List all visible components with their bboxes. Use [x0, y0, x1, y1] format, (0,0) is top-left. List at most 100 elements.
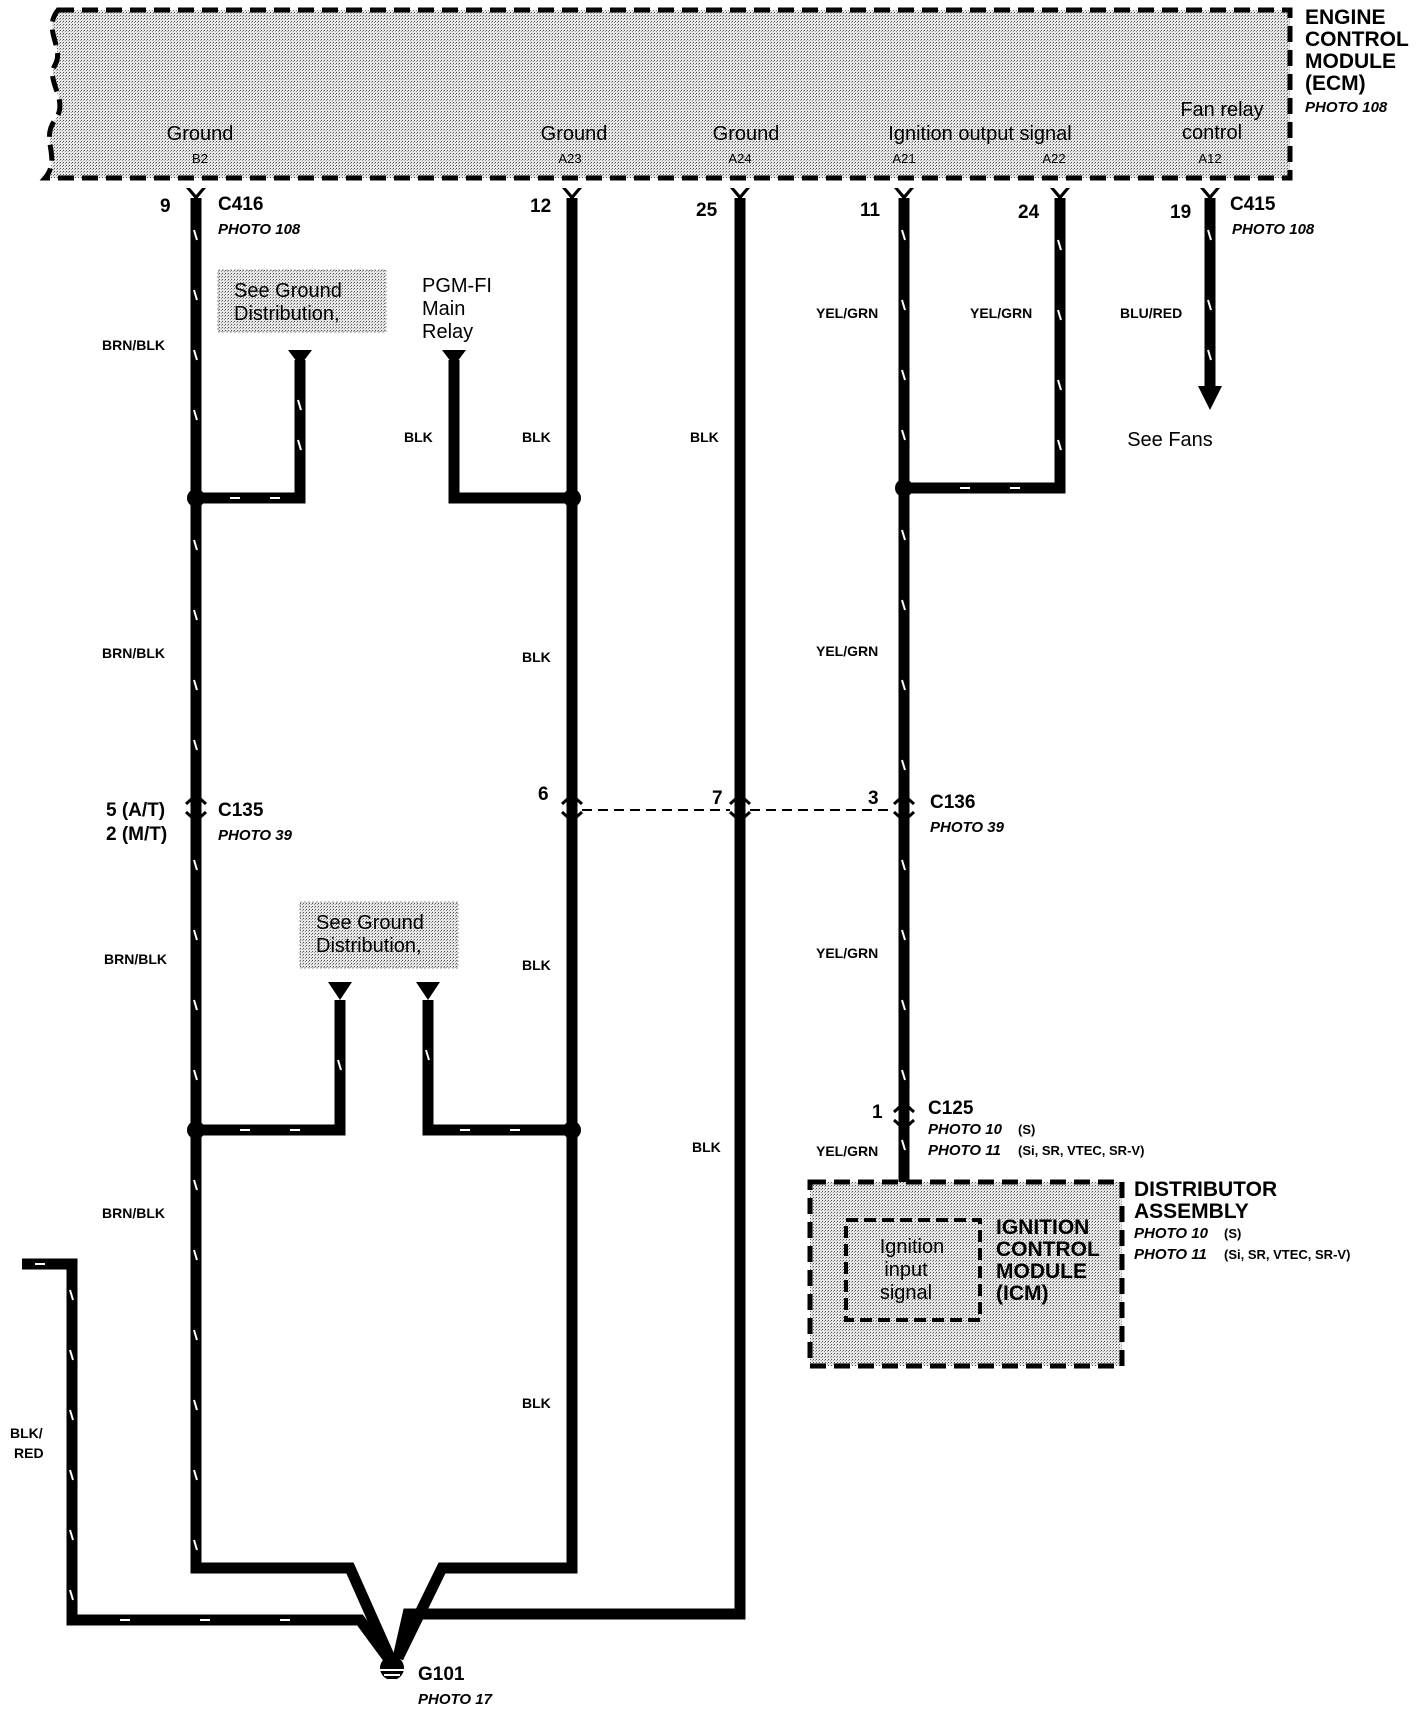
photo-ref: PHOTO 11 — [1134, 1246, 1207, 1263]
splice-dot — [187, 489, 205, 507]
distributor-title: DISTRIBUTOR ASSEMBLY — [1134, 1178, 1277, 1223]
ecm-pin-label: Ground — [713, 123, 780, 145]
ecm-pin-code: A24 — [728, 151, 751, 166]
photo-ref: PHOTO 108 — [1232, 221, 1315, 238]
photo-note: (Si, SR, VTEC, SR-V) — [1224, 1247, 1350, 1262]
splice-dot — [563, 1121, 581, 1139]
ecm-title-line: CONTROL — [1305, 28, 1409, 51]
c135-pin-at: 5 (A/T) — [106, 800, 165, 821]
icm-title-line: MODULE — [996, 1260, 1087, 1283]
splice-dot — [187, 1121, 205, 1139]
wire-color-label: BLK — [522, 957, 551, 973]
pin-number: 9 — [160, 196, 171, 217]
splice-dot — [895, 479, 913, 497]
pgm-fi-relay-label[interactable]: PGM-FI Main Relay — [422, 275, 492, 343]
ecm-pin-label: control — [1182, 122, 1242, 144]
wire-color-label: BLK — [522, 1395, 551, 1411]
wire-color-label: YEL/GRN — [816, 643, 878, 659]
triangle-down-icon — [442, 350, 466, 366]
icm-title-line: IGNITION — [996, 1216, 1089, 1239]
wire-blk — [392, 198, 746, 1660]
ecm-module — [39, 7, 1293, 181]
wire-color-label: BRN/BLK — [102, 1205, 165, 1221]
wire-blk-pgmfi — [448, 360, 572, 504]
wires — [22, 198, 1216, 1662]
photo-note: (S) — [1224, 1226, 1241, 1241]
icm-title-line: (ICM) — [996, 1282, 1048, 1305]
pgm-fi-label: PGM-FI — [422, 275, 492, 297]
see-ground-label: Distribution, — [234, 303, 340, 325]
wire-brn-blk-branch — [196, 1000, 346, 1136]
pin-number: 24 — [1018, 202, 1040, 223]
distributor-title-line: DISTRIBUTOR — [1134, 1178, 1277, 1201]
pin-number: 3 — [868, 788, 879, 809]
ecm-pin-terminals — [186, 188, 1220, 200]
triangle-down-icon — [416, 982, 440, 1000]
photo-ref: PHOTO 11 — [928, 1142, 1001, 1159]
wire-color-label: YEL/GRN — [816, 305, 878, 321]
ecm-pin-label: Ignition output signal — [888, 123, 1071, 145]
ecm-photo-ref: PHOTO 108 — [1305, 99, 1388, 116]
triangle-down-icon — [288, 350, 312, 366]
connector-c135 — [184, 792, 208, 824]
ground-name: G101 — [418, 1664, 465, 1685]
pin-number: 19 — [1170, 202, 1191, 223]
wire-color-label: BLK — [522, 649, 551, 665]
ground-distribution-arrows — [288, 350, 466, 1000]
pin-number: 12 — [530, 196, 551, 217]
ecm-pin-label: Fan relay — [1180, 99, 1263, 121]
icm-title: IGNITION CONTROL MODULE (ICM) — [996, 1216, 1100, 1305]
see-ground-label: See Ground — [316, 912, 424, 934]
connector-c136-pin7 — [728, 792, 752, 824]
see-ground-label: Distribution, — [316, 935, 422, 957]
wire-brn-blk-branch — [196, 360, 306, 504]
icm-title-line: CONTROL — [996, 1238, 1100, 1261]
photo-ref: PHOTO 39 — [218, 827, 293, 844]
ground-icon — [380, 1656, 404, 1681]
see-ground-box[interactable]: See Ground Distribution, — [217, 269, 387, 333]
photo-note: (S) — [1018, 1122, 1035, 1137]
connector-c125 — [892, 1100, 916, 1132]
wire-blk-red — [22, 1258, 393, 1662]
pgm-fi-label: Relay — [422, 321, 473, 343]
icm-signal-line: signal — [880, 1282, 932, 1304]
wire-color-label: BRN/BLK — [102, 337, 165, 353]
ecm-pin-code: A22 — [1042, 151, 1065, 166]
wire-color-label: YEL/GRN — [816, 1143, 878, 1159]
splice-dots — [187, 479, 913, 1139]
pgm-fi-label: Main — [422, 298, 465, 320]
wire-stripes — [35, 229, 1212, 1621]
ecm-pin-label: Ground — [167, 123, 234, 145]
ecm-pin-code: B2 — [192, 151, 208, 166]
ecm-pin-code: A12 — [1198, 151, 1221, 166]
photo-ref: PHOTO 39 — [930, 819, 1005, 836]
wire-color-label: BLK — [404, 429, 433, 445]
ecm-title-line: ENGINE — [1305, 6, 1386, 29]
see-ground-box[interactable]: See Ground Distribution, — [299, 901, 459, 969]
splice-dot — [563, 489, 581, 507]
distributor-title-line: ASSEMBLY — [1134, 1200, 1249, 1223]
connector-c136-pin6 — [560, 792, 584, 824]
icm-signal-line: input — [884, 1259, 928, 1281]
pin-number: 25 — [696, 200, 718, 221]
see-ground-label: See Ground — [234, 280, 342, 302]
arrow-down-icon — [1198, 386, 1222, 410]
wire-yel-grn — [904, 198, 1066, 494]
connector-name: C125 — [928, 1098, 974, 1119]
ecm-pin-code: A23 — [558, 151, 581, 166]
ecm-title-line: MODULE — [1305, 50, 1396, 73]
connector-name: C415 — [1230, 194, 1276, 215]
inline-connectors — [184, 792, 916, 1132]
pin-number: 6 — [538, 784, 549, 805]
photo-ref: PHOTO 17 — [418, 1691, 493, 1708]
pin-number: 7 — [712, 788, 723, 809]
pin-number: 11 — [860, 200, 881, 221]
wire-color-label: BRN/BLK — [104, 951, 167, 967]
wire-blk-branch — [422, 1000, 572, 1136]
connector-name: C136 — [930, 792, 975, 813]
photo-ref: PHOTO 108 — [218, 221, 301, 238]
wire-color-label: BLU/RED — [1120, 305, 1182, 321]
see-fans-link[interactable]: See Fans — [1127, 429, 1213, 451]
wire-color-label: YEL/GRN — [970, 305, 1032, 321]
c135-pin-mt: 2 (M/T) — [106, 824, 167, 845]
